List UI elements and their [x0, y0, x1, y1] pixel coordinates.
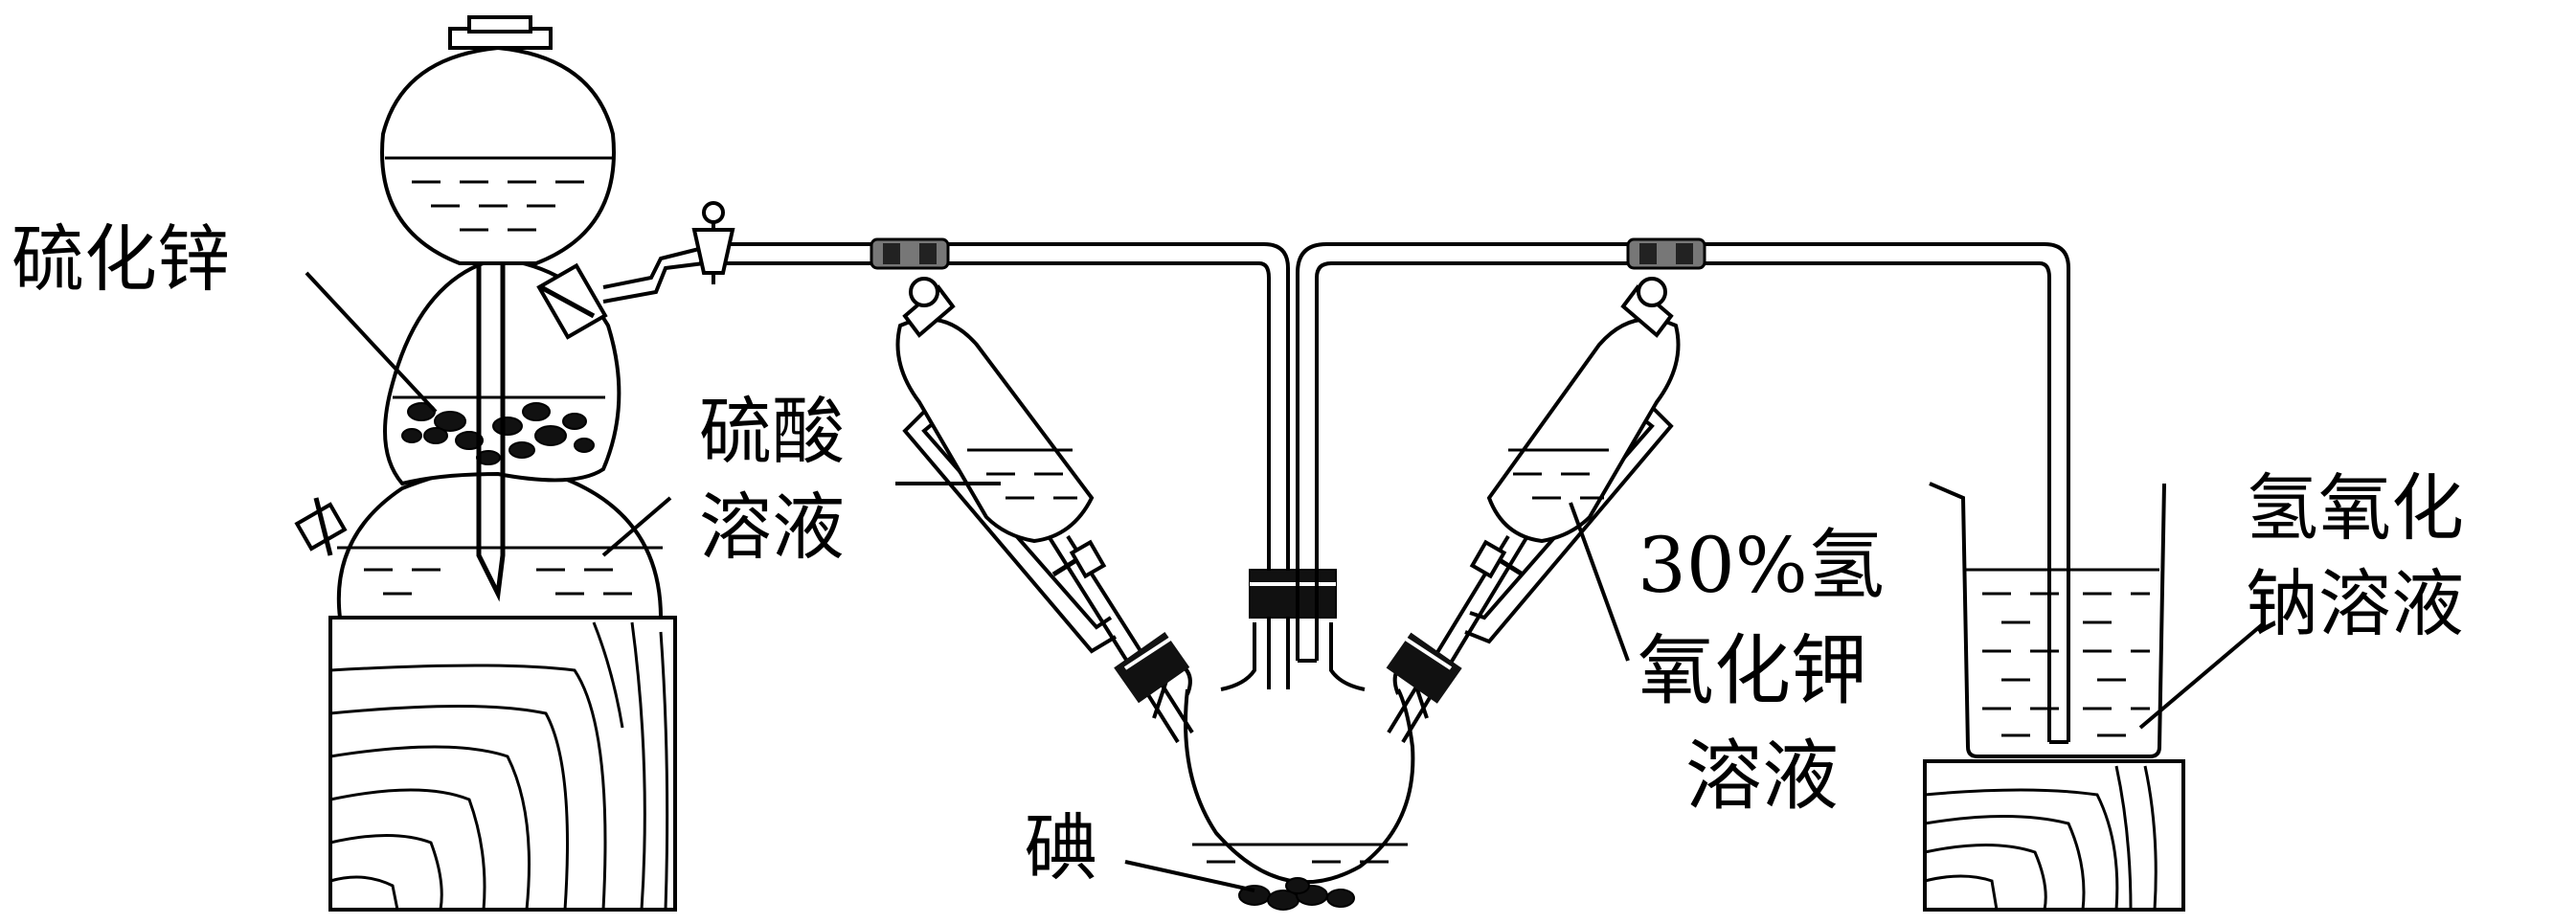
label-naoh-line2: 钠溶液 [2246, 561, 2464, 646]
gas-delivery-tube [691, 201, 1290, 868]
wooden-block-left [328, 616, 677, 912]
exhaust-tube [1296, 237, 2070, 744]
label-koh-line3: 溶液 [1685, 732, 1839, 821]
liquid-dashes-top [412, 180, 584, 232]
label-koh-line2: 氧化钾 [1638, 626, 1867, 715]
liquid-dashes-bottom [364, 568, 632, 596]
label-koh-line1: 30%氢 [1638, 521, 1885, 610]
label-naoh-line1: 氢氧化 [2246, 465, 2464, 551]
kipp-generator [294, 15, 705, 912]
label-sulfuric-acid-line2: 溶液 [699, 485, 845, 570]
liquid-dashes-beaker [1982, 592, 2150, 737]
wooden-block-right [1923, 759, 2185, 912]
zinc-sulfide-solid [401, 402, 595, 465]
iodine-solid [1238, 877, 1355, 911]
label-zinc-sulfide: 硫化锌 [11, 216, 230, 302]
label-sulfuric-acid-line1: 硫酸 [699, 389, 845, 474]
leader-lines [305, 271, 2267, 892]
dropping-funnel-left [895, 277, 1194, 744]
label-iodine: 碘 [1025, 805, 1097, 890]
beaker [1929, 482, 2166, 758]
dropping-funnel-right [1386, 277, 1681, 744]
three-neck-flask [1152, 569, 1429, 911]
